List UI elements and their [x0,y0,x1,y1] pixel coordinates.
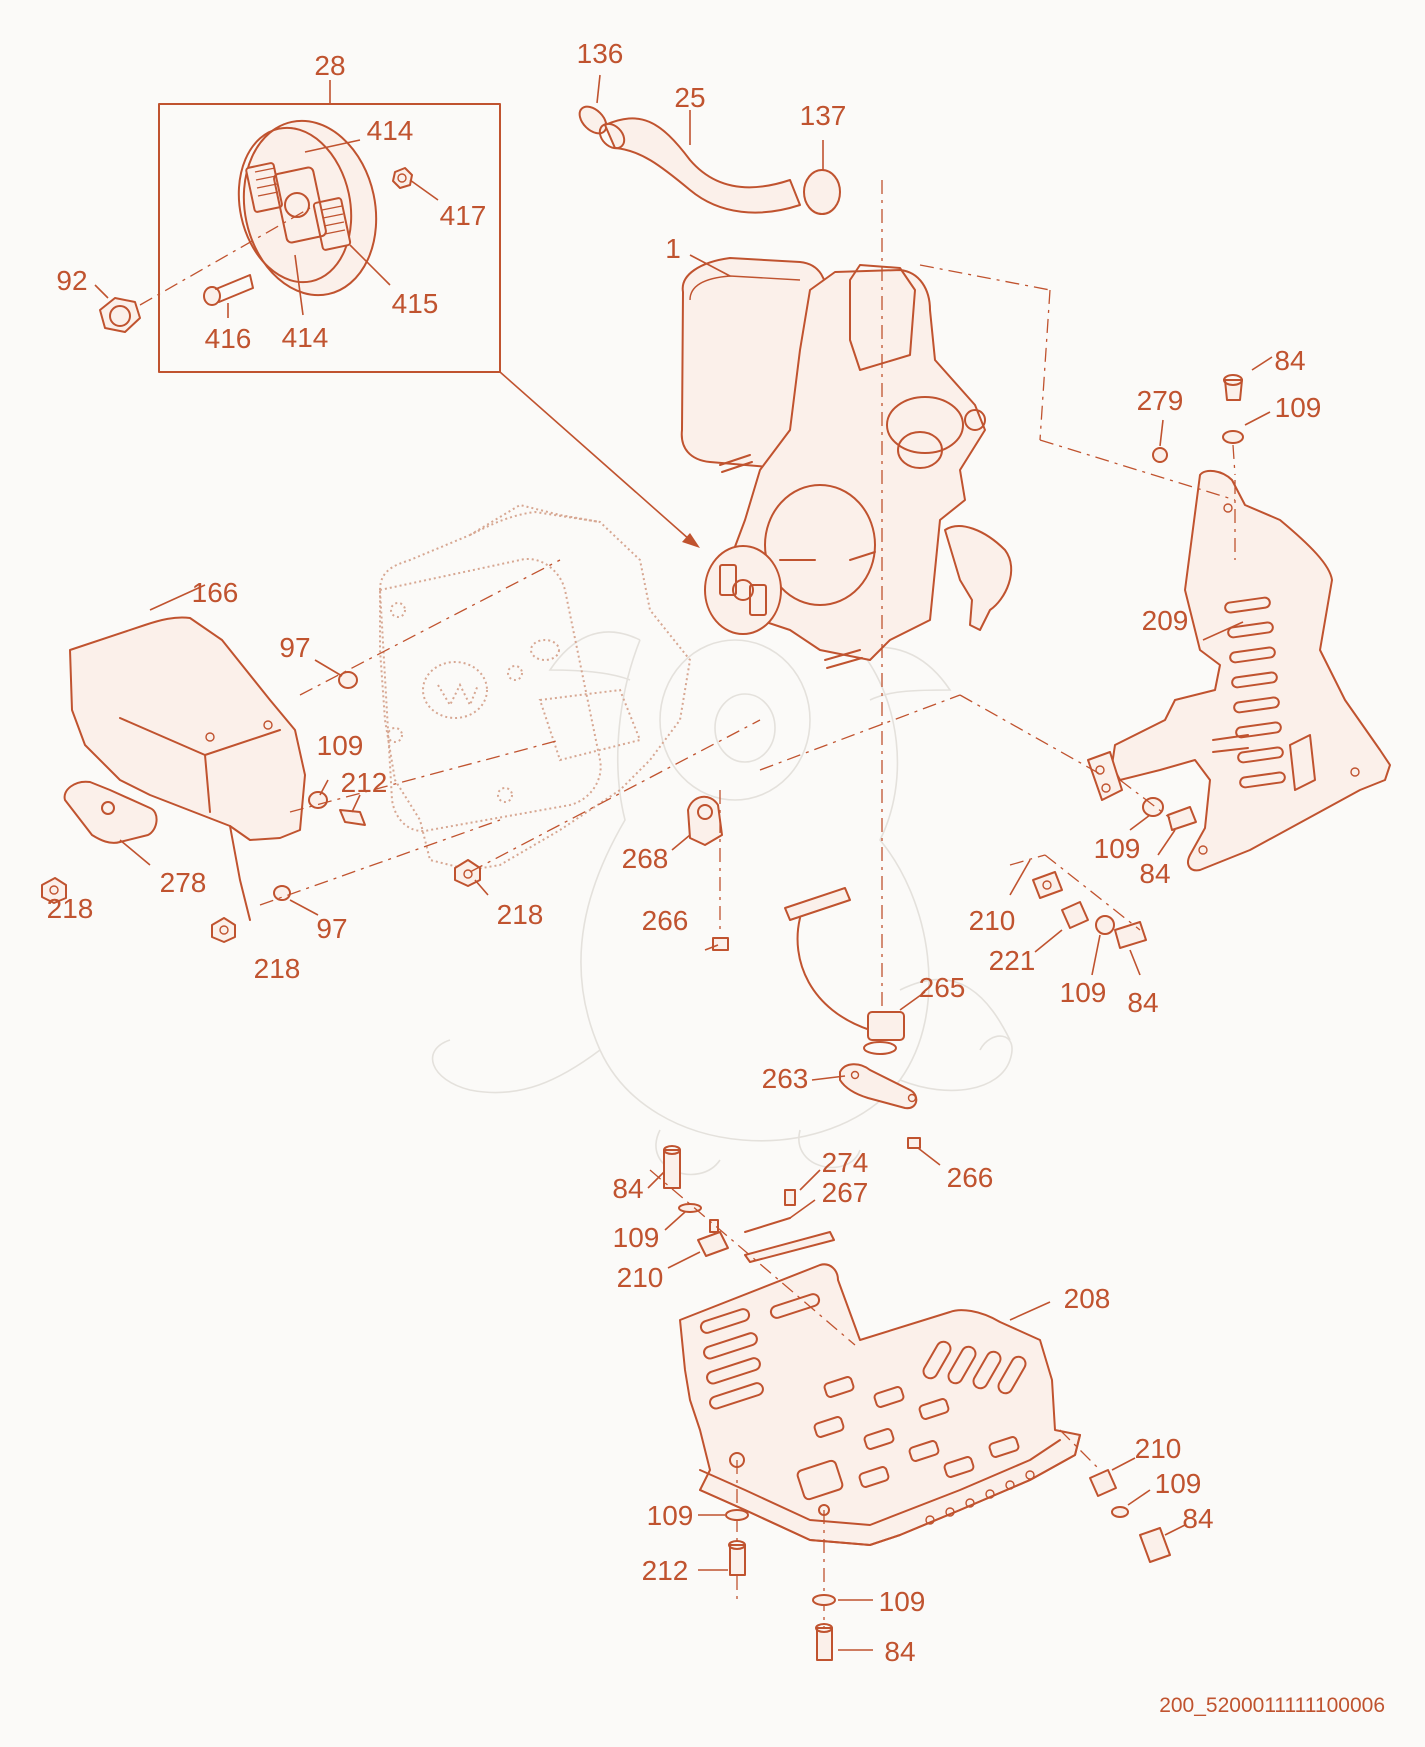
callout-218-middle: 218 [497,899,544,930]
base-plate-208 [647,1145,1186,1661]
callout-417: 417 [440,200,487,231]
callout-109-bottom: 109 [879,1586,926,1617]
callout-274: 274 [822,1147,869,1178]
callout-1: 1 [665,233,681,264]
callout-263: 263 [762,1063,809,1094]
watermark-mascot [431,631,1013,1176]
clip-268 [671,790,729,951]
callout-97-lower: 97 [316,913,347,944]
sensor-cable-265 [784,180,926,1055]
callout-84-bottom: 84 [884,1636,915,1667]
callout-84-upper: 84 [1274,345,1305,376]
callout-266-upper: 266 [642,905,689,936]
callout-210-plate: 210 [617,1262,664,1293]
callout-109-right: 109 [1060,977,1107,1008]
callout-218-bottom: 218 [254,953,301,984]
drawing-code: 200_5200011111100006 [1159,1694,1385,1717]
callout-28: 28 [314,50,345,81]
callout-109-mid-right: 109 [1094,833,1141,864]
callout-208: 208 [1064,1283,1111,1314]
callout-92: 92 [56,265,87,296]
muffler-cover-166 [63,584,306,921]
callout-218-left: 218 [47,893,94,924]
callout-278: 278 [160,867,207,898]
callout-109-plate: 109 [613,1222,660,1253]
callout-109-upper: 109 [1275,392,1322,423]
right-middle-hardware [1009,779,1197,976]
callout-267: 267 [822,1177,869,1208]
callout-265: 265 [919,972,966,1003]
callout-137: 137 [800,100,847,131]
callout-97-upper: 97 [279,632,310,663]
callout-labels: 28 136 25 137 414 417 92 415 416 414 1 8… [47,38,1322,1667]
right-upper-hardware [1152,356,1273,476]
callout-210-right: 210 [969,905,1016,936]
callout-416: 416 [205,323,252,354]
fuel-hose-group [578,74,841,215]
callout-109-bottom-right: 109 [1155,1468,1202,1499]
callout-212-bottom: 212 [642,1555,689,1586]
callout-279: 279 [1137,385,1184,416]
callout-212-left: 212 [341,767,388,798]
callout-266-lower: 266 [947,1162,994,1193]
side-shield-209 [759,264,1391,872]
callout-136: 136 [577,38,624,69]
callout-84-right: 84 [1127,987,1158,1018]
callout-268: 268 [622,843,669,874]
callout-414-bottom: 414 [282,322,329,353]
callout-25: 25 [674,82,705,113]
callout-209: 209 [1142,605,1189,636]
callout-414-top: 414 [367,115,414,146]
cylinder-cover-ghost [378,503,692,872]
callout-84-plate: 84 [612,1173,643,1204]
left-hardware [41,559,761,943]
callout-84-mid-right: 84 [1139,858,1170,889]
callout-109-left: 109 [317,730,364,761]
callout-109-bottom-left: 109 [647,1500,694,1531]
callout-84-bottom-right: 84 [1182,1503,1213,1534]
plate-263 [811,1063,941,1166]
callout-166: 166 [192,577,239,608]
callout-210-bottom-right: 210 [1135,1433,1182,1464]
engine-assembly-1 [680,254,1013,669]
callout-415: 415 [392,288,439,319]
callout-221: 221 [989,945,1036,976]
clutch-assembly-28 [94,80,700,548]
